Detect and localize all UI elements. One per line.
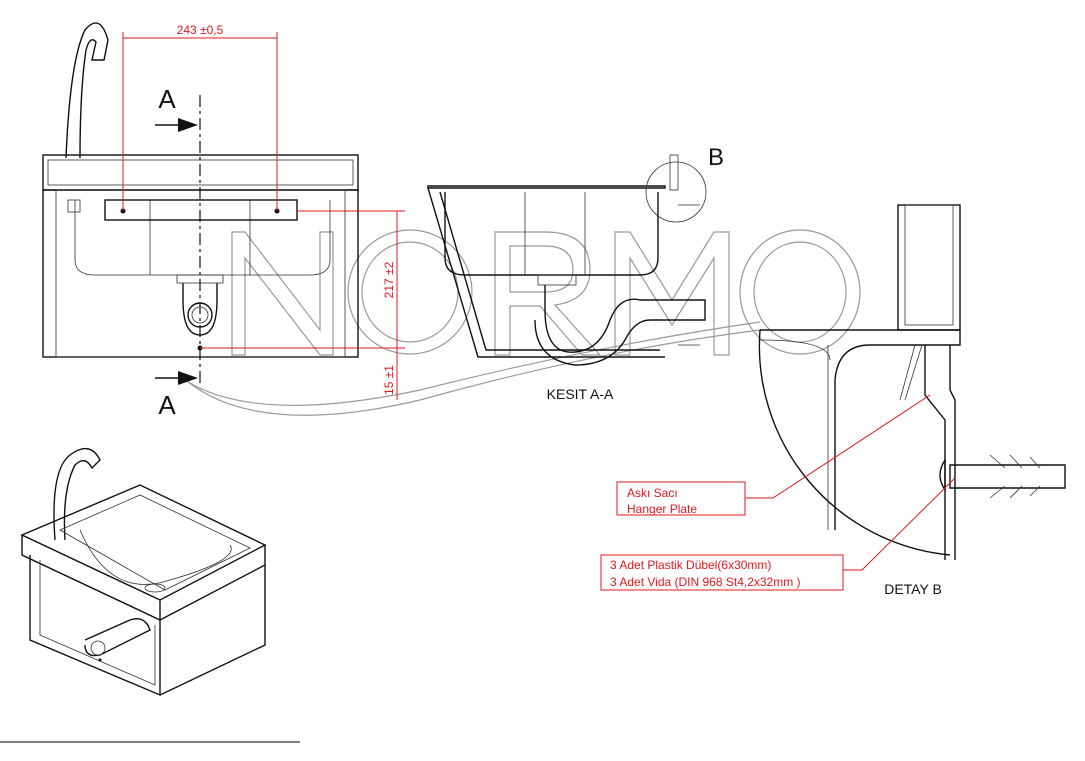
section-title: KESIT A-A	[547, 386, 614, 402]
width-dimension: 243 ±0,5	[177, 23, 224, 37]
hanger-label-tr: Askı Sacı	[627, 486, 678, 500]
detail-callout: B	[708, 144, 724, 171]
section-label-top: A	[158, 84, 176, 114]
isometric-view	[20, 447, 267, 697]
hanger-label-en: Hanger Plate	[627, 502, 697, 516]
detail-view: DETAY B Askı Sacı Hanger Plate 3 Adet Pl…	[600, 204, 1066, 597]
bottom-dimension: 15 ±1	[382, 365, 396, 395]
section-view: B KESIT A-A	[427, 144, 724, 402]
dimensions: 243 ±0,5 217 ±2 15 ±1	[122, 23, 405, 400]
fastener-label-1: 3 Adet Plastik Dübel(6x30mm)	[610, 558, 771, 572]
front-view: A A	[42, 22, 359, 420]
normo-watermark	[179, 229, 861, 416]
height-dimension: 217 ±2	[382, 261, 396, 298]
section-label-bottom: A	[158, 390, 176, 420]
detail-title: DETAY B	[884, 581, 942, 597]
fastener-label-2: 3 Adet Vida (DIN 968 St4,2x32mm )	[610, 575, 801, 589]
